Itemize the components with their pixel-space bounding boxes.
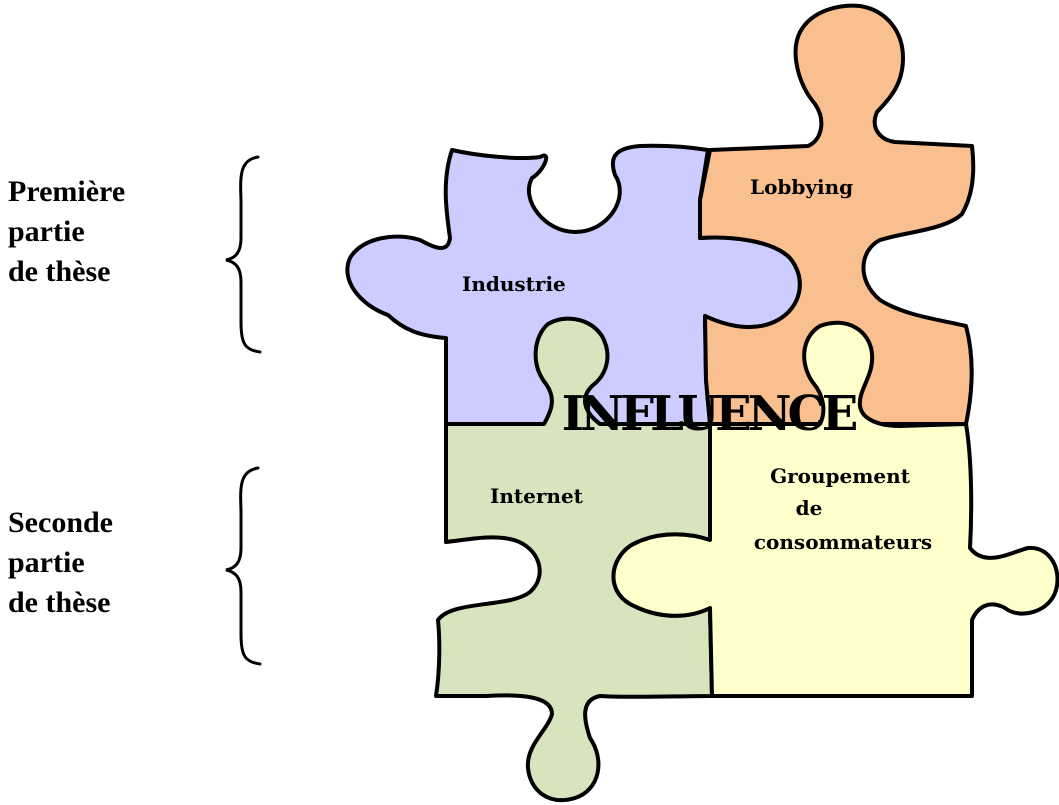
groupement-label-line-2: de bbox=[796, 496, 823, 520]
influence-title: INFLUENCE bbox=[562, 386, 857, 442]
first-part-line-2: partie bbox=[8, 215, 85, 248]
second-part-label: Seconde partie de thèse bbox=[8, 503, 113, 623]
lobbying-label: Lobbying bbox=[750, 175, 853, 199]
first-part-label: Première partie de thèse bbox=[8, 172, 125, 292]
first-part-brace bbox=[225, 155, 262, 354]
lobbying-puzzle-piece bbox=[698, 3, 976, 426]
groupement-label-line-3: consommateurs bbox=[754, 530, 932, 554]
second-part-line-1: Seconde bbox=[8, 506, 113, 539]
groupement-puzzle-piece bbox=[611, 320, 1059, 698]
first-part-line-1: Première bbox=[8, 175, 126, 208]
second-part-line-2: partie bbox=[8, 546, 85, 579]
internet-label: Internet bbox=[490, 484, 584, 508]
industrie-label: Industrie bbox=[462, 272, 566, 296]
groupement-label-line-1: Groupement bbox=[770, 464, 911, 488]
second-part-line-3: de thèse bbox=[8, 586, 111, 619]
first-part-line-3: de thèse bbox=[8, 255, 111, 288]
internet-puzzle-piece bbox=[434, 316, 714, 802]
second-part-brace bbox=[225, 466, 262, 666]
